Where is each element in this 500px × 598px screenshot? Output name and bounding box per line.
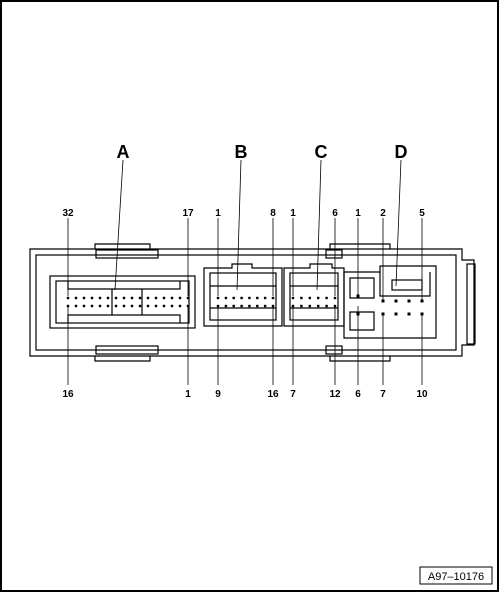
pin-contact xyxy=(248,296,251,300)
connector-b-pins xyxy=(216,296,275,308)
pin-contact xyxy=(333,296,337,300)
pin-label-c-bottom-left: 7 xyxy=(290,389,296,400)
pin-label-b-top-left: 1 xyxy=(215,208,221,219)
pin-contact xyxy=(271,296,275,300)
pin-contact xyxy=(240,304,243,308)
pin-label-a-top-left: 32 xyxy=(62,208,74,219)
pin-contact xyxy=(308,304,311,308)
pin-contact xyxy=(248,304,251,308)
pin-contact xyxy=(216,296,220,300)
pin-contact xyxy=(138,304,142,308)
pin-contact xyxy=(224,296,228,300)
connector-c-pins xyxy=(291,296,337,308)
pin-contact xyxy=(232,296,235,300)
pin-contact xyxy=(256,304,259,308)
connector-d-letter: D xyxy=(395,142,408,162)
pin-contact xyxy=(170,304,174,308)
pin-contact xyxy=(394,299,398,303)
pin-label-a-bottom-right: 1 xyxy=(185,389,191,400)
pin-contact xyxy=(162,296,166,300)
pin-contact xyxy=(130,296,134,300)
pin-contact xyxy=(66,296,70,300)
pin-contact xyxy=(407,299,411,303)
pin-contact xyxy=(317,296,320,300)
pin-contact xyxy=(106,296,110,300)
pin-contact xyxy=(82,304,86,308)
pin-contact xyxy=(232,304,235,308)
pin-contact xyxy=(308,296,311,300)
pin-contact xyxy=(106,304,110,308)
pin-contact xyxy=(74,296,78,300)
pin-contact xyxy=(178,304,182,308)
pin-contact xyxy=(325,304,328,308)
connector-d xyxy=(343,265,437,339)
pin-label-b-bottom-left: 9 xyxy=(215,389,221,400)
pin-contact xyxy=(154,304,158,308)
pin-label-d-bottom-right: 10 xyxy=(416,389,428,400)
pin-contact xyxy=(162,304,166,308)
pin-label-c-bottom-right: 12 xyxy=(329,389,341,400)
pin-label-a-top-right: 17 xyxy=(182,208,194,219)
pin-contact xyxy=(114,304,118,308)
pin-contact xyxy=(240,296,243,300)
pin-label-d-top-mid: 2 xyxy=(380,208,386,219)
pin-label-d-bottom-left: 6 xyxy=(355,389,361,400)
pin-contact xyxy=(122,304,126,308)
pin-contact xyxy=(325,296,328,300)
figure-id-box xyxy=(419,566,493,585)
pin-contact xyxy=(98,304,102,308)
pin-label-a-bottom-left: 16 xyxy=(62,389,74,400)
pin-contact xyxy=(381,299,385,303)
pin-contact xyxy=(224,304,228,308)
connector-c-letter: C xyxy=(315,142,328,162)
connector-a-letter: A xyxy=(117,142,130,162)
pin-contact xyxy=(170,296,174,300)
pin-contact xyxy=(122,296,126,300)
pin-contact xyxy=(146,296,150,300)
pin-label-d-bottom-mid: 7 xyxy=(380,389,386,400)
pin-contact xyxy=(178,296,182,300)
connector-a-pins xyxy=(66,296,190,308)
pin-contact xyxy=(317,304,320,308)
pin-contact xyxy=(407,312,411,316)
pin-contact xyxy=(291,296,295,300)
pin-label-c-top-left: 1 xyxy=(290,208,296,219)
control-unit-housing xyxy=(29,243,476,362)
pin-contact xyxy=(300,296,303,300)
pin-contact xyxy=(263,296,267,300)
leader-lines xyxy=(67,159,423,385)
pin-contact xyxy=(154,296,158,300)
pin-contact xyxy=(420,299,424,303)
pin-contact xyxy=(90,304,94,308)
pin-contact xyxy=(82,296,86,300)
figure-id: A97–10176 xyxy=(428,571,484,583)
connector-a xyxy=(49,275,196,329)
connector-b xyxy=(203,263,283,327)
pin-contact xyxy=(186,296,190,300)
pin-contact xyxy=(263,304,267,308)
pin-contact xyxy=(90,296,94,300)
pin-contact xyxy=(300,304,303,308)
pin-contact xyxy=(114,296,118,300)
pin-label-b-bottom-right: 16 xyxy=(267,389,279,400)
connector-b-letter: B xyxy=(235,142,248,162)
pin-label-d-top-left: 1 xyxy=(355,208,361,219)
pin-label-c-top-right: 6 xyxy=(332,208,338,219)
connector-c xyxy=(283,263,345,327)
pin-contact xyxy=(256,296,259,300)
pin-contact xyxy=(138,296,142,300)
pin-contact xyxy=(394,312,398,316)
pin-contact xyxy=(146,304,150,308)
pin-label-d-top-right: 5 xyxy=(419,208,425,219)
pin-label-b-top-right: 8 xyxy=(270,208,276,219)
pin-contact xyxy=(98,296,102,300)
pin-contact xyxy=(130,304,134,308)
pin-contact xyxy=(74,304,78,308)
